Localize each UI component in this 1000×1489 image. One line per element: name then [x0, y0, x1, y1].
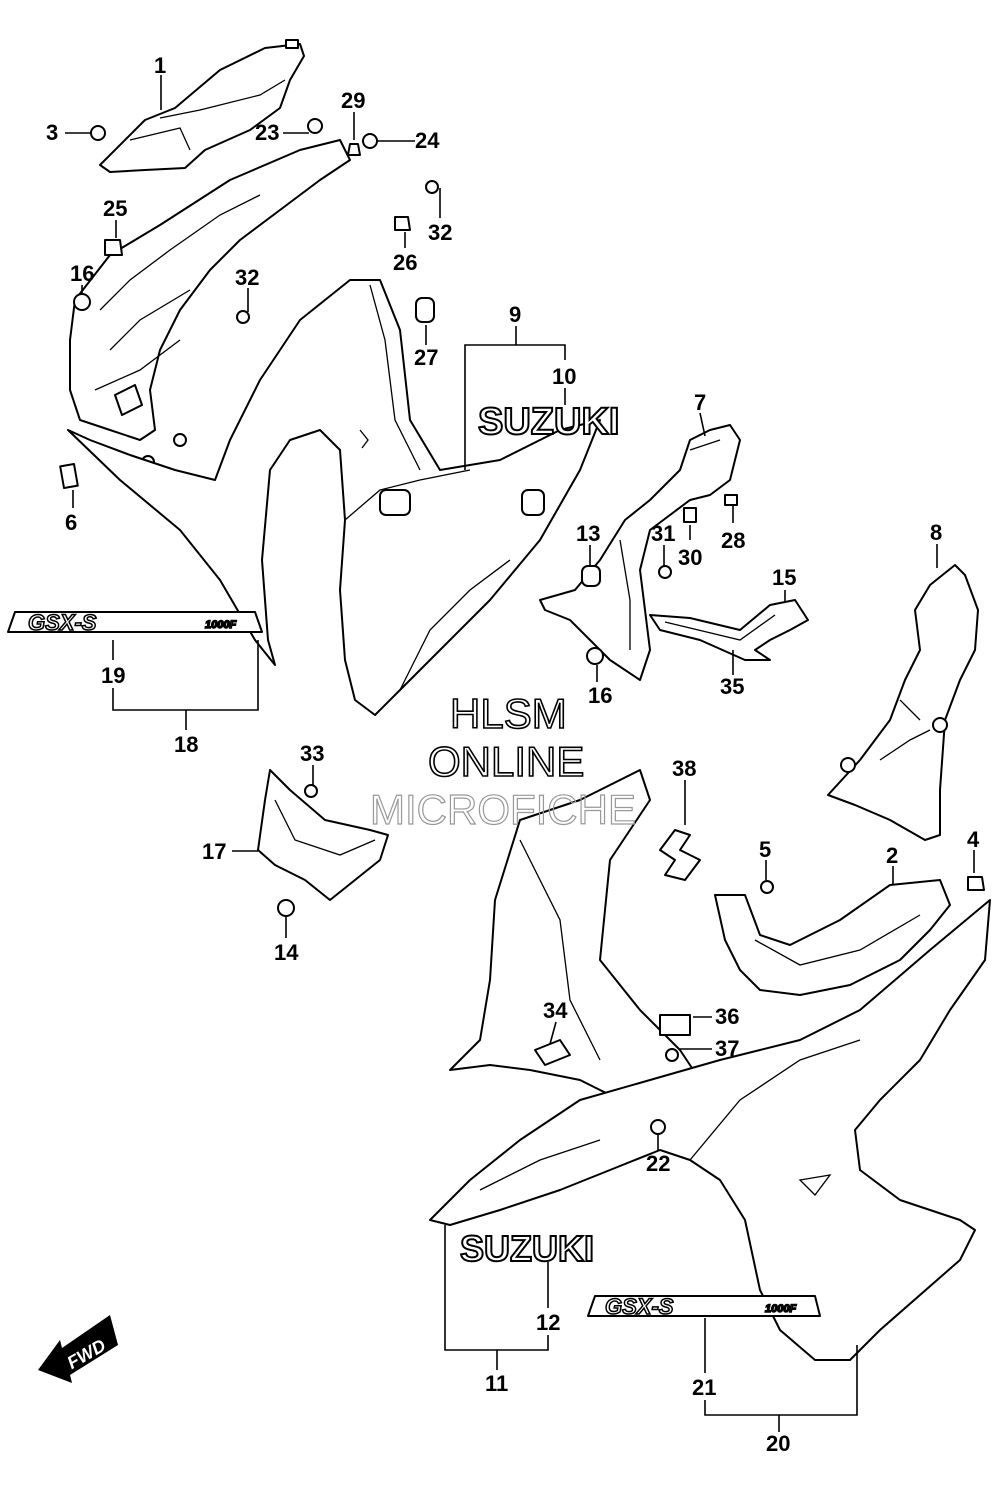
- callout-35: 35: [720, 674, 744, 699]
- callout-17: 17: [202, 839, 226, 864]
- part-stay-15: [649, 599, 809, 661]
- callout-7: 7: [694, 390, 706, 415]
- callout-10: 10: [552, 364, 576, 389]
- callout-5: 5: [759, 837, 771, 862]
- part-under-cover: [714, 879, 951, 996]
- callout-32b: 32: [235, 265, 259, 290]
- callout-2: 2: [886, 843, 898, 868]
- watermark-line1: HLSM: [450, 690, 567, 737]
- callout-36: 36: [715, 1004, 739, 1029]
- part-side-cowl-upper: [67, 279, 601, 716]
- callout-6: 6: [65, 510, 77, 535]
- callout-14: 14: [274, 940, 299, 965]
- part-side-cowl-lower: [429, 899, 991, 1361]
- decal-suzuki-top: SUZUKI: [478, 401, 619, 443]
- callout-16a: 16: [70, 261, 94, 286]
- callout-13: 13: [576, 521, 600, 546]
- callout-20: 20: [766, 1431, 790, 1456]
- callout-29: 29: [341, 88, 365, 113]
- part-inner-panel-lower: [449, 769, 721, 1121]
- svg-text:1000F: 1000F: [765, 1303, 796, 1315]
- part-upper-cover: [99, 39, 305, 173]
- callout-19: 19: [101, 663, 125, 688]
- callout-32a: 32: [428, 220, 452, 245]
- callout-26: 26: [393, 250, 417, 275]
- callout-22: 22: [646, 1151, 670, 1176]
- leader-lines: [65, 75, 975, 1432]
- callout-3: 3: [46, 120, 58, 145]
- fwd-arrow: FWD: [38, 1315, 118, 1383]
- decal-model-right: GSX-S 1000F: [587, 1293, 821, 1320]
- callout-18: 18: [174, 732, 198, 757]
- part-emblem: [659, 829, 701, 881]
- callout-31: 31: [651, 521, 675, 546]
- watermark-line2: ONLINE: [428, 738, 584, 785]
- watermark-line3: MICROFICHE: [370, 786, 636, 833]
- callout-8: 8: [930, 520, 942, 545]
- callout-23: 23: [255, 120, 279, 145]
- callout-25: 25: [103, 196, 127, 221]
- callout-33: 33: [300, 741, 324, 766]
- callout-12: 12: [536, 1310, 560, 1335]
- part-small-panel-17: [257, 769, 389, 901]
- callout-16b: 16: [588, 683, 612, 708]
- callout-37: 37: [715, 1036, 739, 1061]
- decal-model-left: GSX-S 1000F: [7, 609, 263, 636]
- svg-text:GSX-S: GSX-S: [28, 610, 97, 635]
- callout-27: 27: [414, 345, 438, 370]
- callout-30: 30: [678, 545, 702, 570]
- callout-38: 38: [672, 756, 696, 781]
- callout-numbers: 1 2 3 4 5 6 7 8 9 10 11 12 13 14 15 16 1…: [46, 53, 980, 1456]
- callout-21: 21: [692, 1375, 716, 1400]
- callout-4: 4: [967, 827, 980, 852]
- fasteners: [73, 118, 985, 1135]
- callout-28: 28: [721, 528, 745, 553]
- callout-1: 1: [154, 53, 166, 78]
- callout-34: 34: [543, 998, 568, 1023]
- callout-15: 15: [772, 565, 796, 590]
- part-small-sticker: [59, 462, 79, 490]
- svg-text:1000F: 1000F: [205, 619, 236, 631]
- svg-text:GSX-S: GSX-S: [605, 1294, 674, 1319]
- callout-9: 9: [509, 302, 521, 327]
- callout-11: 11: [485, 1371, 508, 1396]
- part-bracket-8: [827, 564, 979, 841]
- callout-24: 24: [415, 128, 440, 153]
- decal-suzuki-bottom: SUZUKI: [460, 1228, 594, 1269]
